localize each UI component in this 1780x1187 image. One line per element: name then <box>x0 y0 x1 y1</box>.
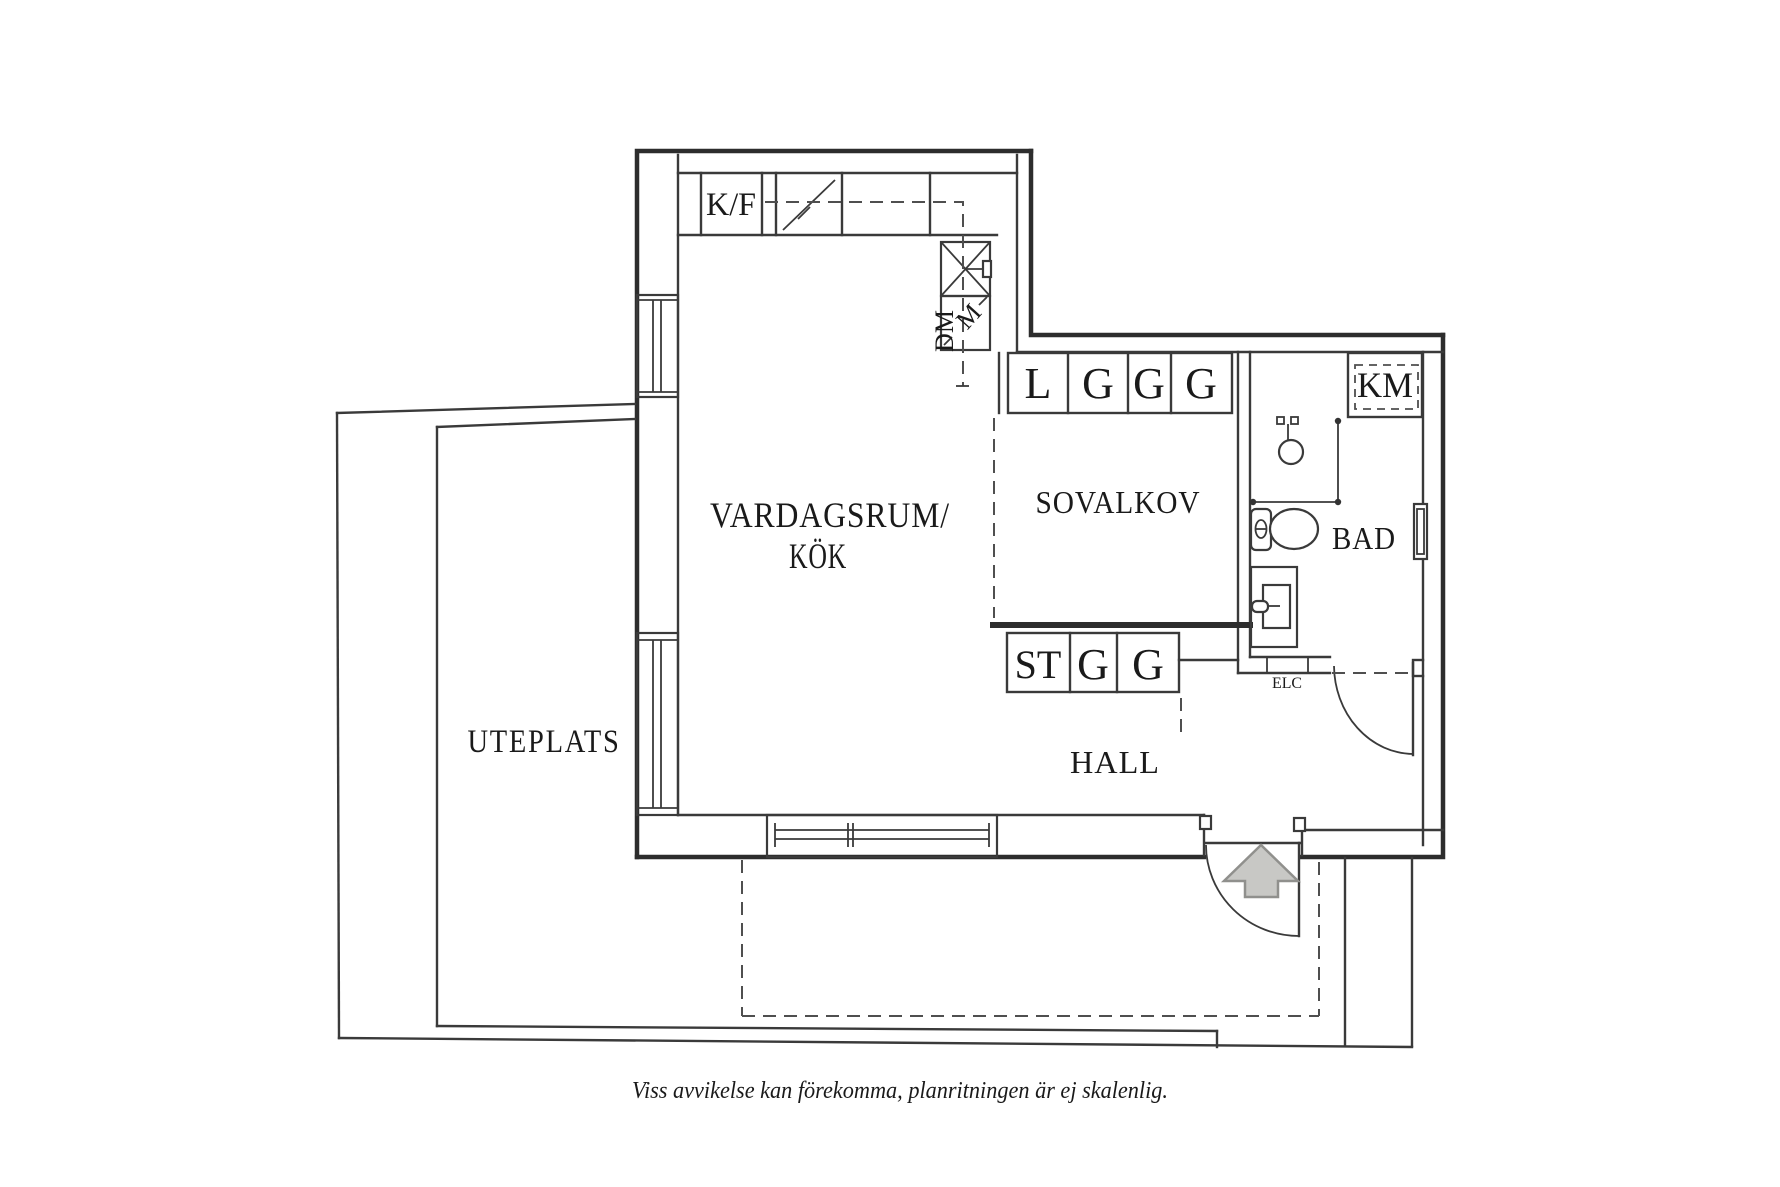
wardrobe-letter: G <box>1133 359 1165 408</box>
shower-bracket-icon <box>1290 416 1299 425</box>
kitchen-counter <box>676 171 1019 352</box>
bathroom-fixtures <box>1249 416 1342 649</box>
appliance-labels: K/F KM ELC DM M <box>706 187 1413 692</box>
washing-machine-box <box>1346 351 1424 419</box>
window-left-upper <box>635 293 680 399</box>
shower-glass-icon <box>1249 417 1342 506</box>
terrace-outline <box>335 402 1414 1049</box>
dishwasher-box <box>939 294 992 352</box>
hob-icon <box>782 179 836 231</box>
disclaimer-text: Viss avvikelse kan förekomma, planritnin… <box>632 1078 1168 1104</box>
wardrobe-letter: G <box>1132 640 1164 689</box>
washing-machine-label: KM <box>1357 365 1413 405</box>
bathroom-label: BAD <box>1332 520 1396 556</box>
hob-tick-icon <box>797 206 811 220</box>
wardrobe-letter: ST <box>1015 642 1062 687</box>
terrace-label: UTEPLATS <box>468 724 621 760</box>
outer-walls <box>634 148 1446 860</box>
fridge-freezer-label: K/F <box>706 187 756 223</box>
kitchen-label: KÖK <box>789 536 847 576</box>
entrance-door <box>1198 813 1307 938</box>
elc-cabinet <box>1266 656 1309 674</box>
living-room-label: VARDAGSRUM/ <box>710 495 950 535</box>
wardrobe-letter: L <box>1025 359 1052 408</box>
wardrobe-letter: G <box>1077 640 1109 689</box>
corridor-band <box>1343 856 1414 1048</box>
window-left-lower <box>635 631 680 817</box>
wardrobe-letter: G <box>1082 359 1114 408</box>
wardrobe-labels: L G G G ST G G <box>1015 359 1217 689</box>
sink-icon <box>939 240 993 298</box>
windows <box>635 293 1429 859</box>
bathroom-sink-icon <box>1249 565 1299 649</box>
dishwasher-label: DM <box>930 310 959 352</box>
window-bathroom <box>1412 502 1429 561</box>
shower-head-icon <box>1277 424 1305 466</box>
entrance-arrow-icon <box>1220 843 1302 899</box>
shower-bracket-icon <box>1276 416 1285 425</box>
wardrobe-letter: G <box>1185 359 1217 408</box>
room-labels: VARDAGSRUM/ KÖK SOVALKOV BAD HALL UTEPLA… <box>468 484 1396 780</box>
dashed-lines <box>741 201 1410 1017</box>
hall-label: HALL <box>1070 744 1160 780</box>
sleeping-alcove-label: SOVALKOV <box>1036 484 1201 520</box>
bathroom-door <box>1333 658 1425 757</box>
window-bottom <box>765 813 999 859</box>
wardrobe-row-hall <box>1005 631 1181 694</box>
wardrobe-row-top <box>997 351 1234 415</box>
toilet-icon <box>1249 507 1320 552</box>
electrical-cabinet-label: ELC <box>1272 675 1302 692</box>
